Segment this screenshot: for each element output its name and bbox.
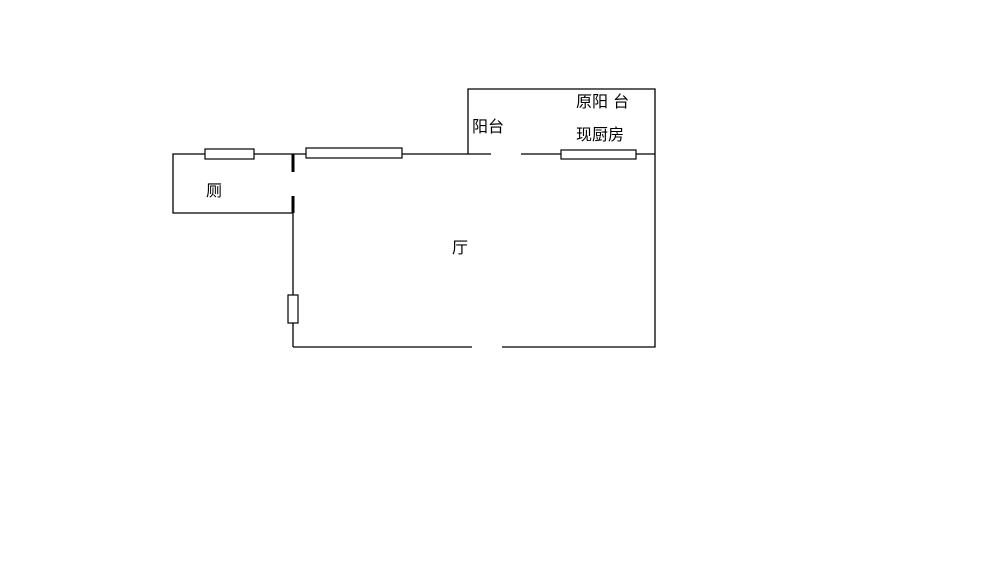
balcony-and-right-walls (467, 88, 656, 348)
window-toilet (204, 148, 255, 160)
window-left (287, 294, 299, 324)
label-hall: 厅 (452, 238, 468, 257)
window-kitchen (560, 149, 637, 160)
window-hall (305, 147, 403, 159)
room-labels: 厕 厅 阳台 原阳 台 现厨房 (206, 92, 629, 257)
label-former-balcony: 原阳 台 (576, 92, 629, 111)
windows (204, 147, 637, 324)
label-toilet: 厕 (206, 181, 222, 200)
label-balcony: 阳台 (472, 117, 504, 136)
label-now-kitchen: 现厨房 (576, 125, 624, 144)
toilet-walls (172, 153, 293, 214)
